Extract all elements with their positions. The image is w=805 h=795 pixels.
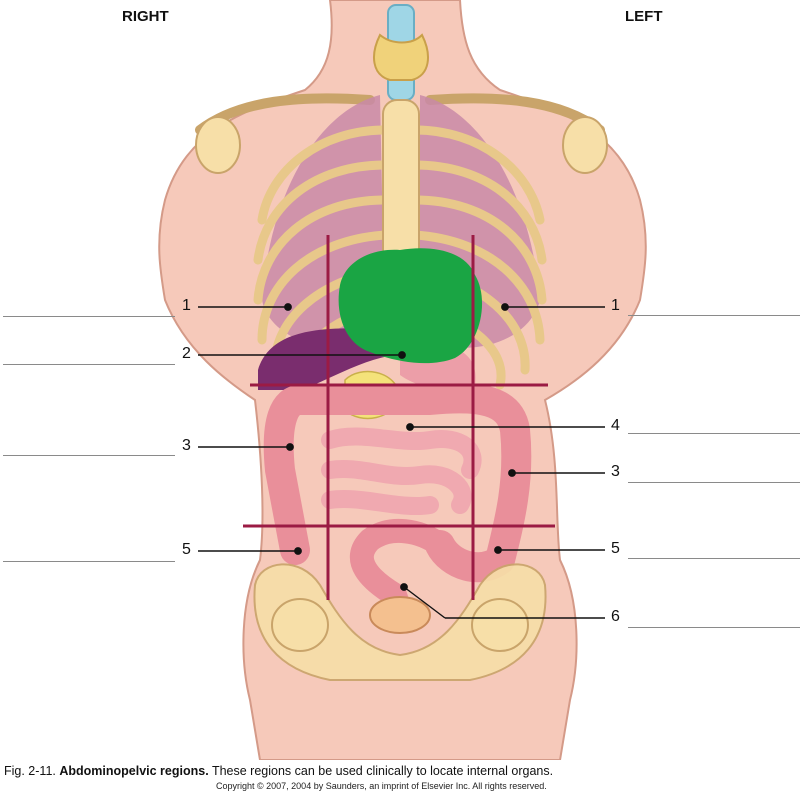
right-side-label: RIGHT xyxy=(122,8,169,25)
answer-blank[interactable] xyxy=(3,364,175,365)
rib-cage xyxy=(253,125,547,390)
callout-right-1: 1 xyxy=(182,297,191,314)
pelvis xyxy=(253,563,547,681)
answer-blank[interactable] xyxy=(628,433,800,434)
callout-leaders xyxy=(198,303,605,619)
answer-blank[interactable] xyxy=(3,455,175,456)
left-side-label: LEFT xyxy=(625,8,663,25)
shoulder-joint-right xyxy=(195,116,241,174)
sigmoid-colon xyxy=(349,518,452,622)
answer-blank[interactable] xyxy=(3,561,175,562)
answer-blank[interactable] xyxy=(628,315,800,316)
callout-right-3: 3 xyxy=(182,437,191,454)
callout-right-2: 2 xyxy=(182,345,191,362)
answer-blank[interactable] xyxy=(628,627,800,628)
answer-blank[interactable] xyxy=(628,482,800,483)
large-intestine xyxy=(263,383,532,583)
answer-blank[interactable] xyxy=(628,558,800,559)
callout-left-6: 6 xyxy=(611,608,620,625)
caption-text: These regions can be used clinically to … xyxy=(211,764,554,778)
shoulder-joint-left xyxy=(562,116,608,174)
green-redaction xyxy=(338,248,483,364)
thyroid xyxy=(373,33,429,81)
femur-head-right xyxy=(271,598,329,652)
caption-title: Abdominopelvic regions. xyxy=(59,764,209,778)
region-grid xyxy=(243,235,555,600)
caption-fig-number: Fig. 2-11. xyxy=(4,764,56,778)
callout-left-5: 5 xyxy=(611,540,620,557)
torso-illustration xyxy=(158,0,647,760)
callout-left-1: 1 xyxy=(611,297,620,314)
callout-left-3: 3 xyxy=(611,463,620,480)
small-intestine xyxy=(321,427,482,515)
callout-left-4: 4 xyxy=(611,417,620,434)
callout-right-5: 5 xyxy=(182,541,191,558)
femur-head-left xyxy=(471,598,529,652)
figure-caption: Fig. 2-11. Abdominopelvic regions. These… xyxy=(4,764,553,778)
bladder xyxy=(369,596,431,634)
copyright-notice: Copyright © 2007, 2004 by Saunders, an i… xyxy=(216,781,547,791)
answer-blank[interactable] xyxy=(3,316,175,317)
